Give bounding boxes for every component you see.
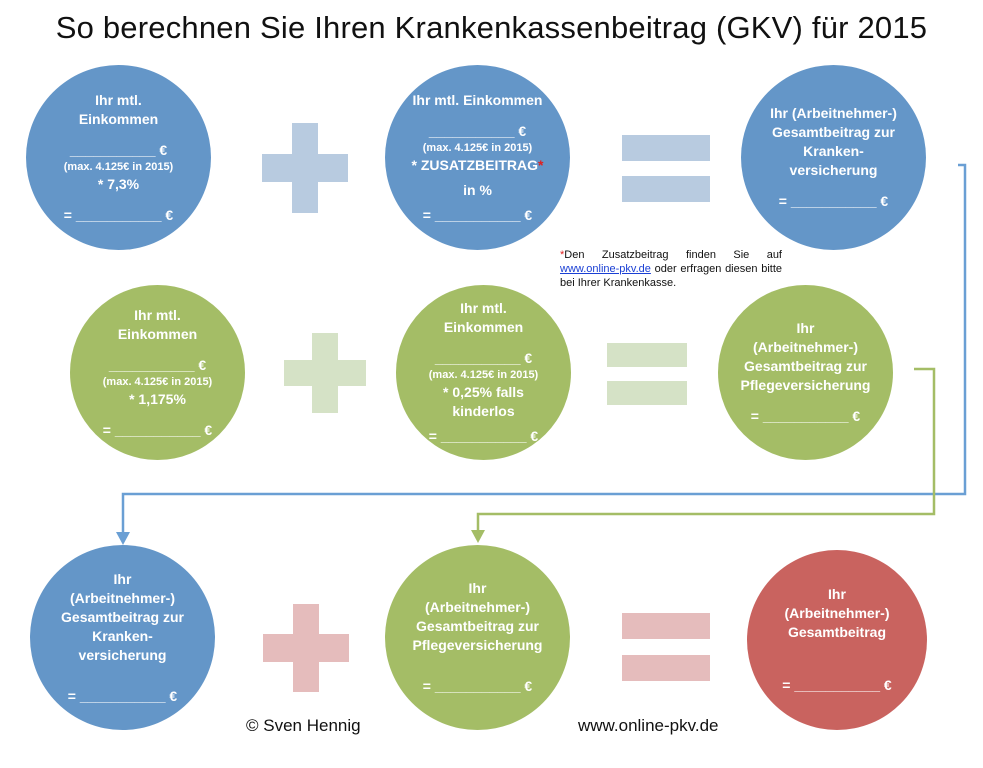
circle-income-zusatzbeitrag: Ihr mtl. Einkommen ___________ € (max. 4… [385, 65, 570, 250]
plus-icon [284, 333, 366, 413]
arrow-head-green [471, 530, 485, 543]
unit-label: in % [463, 181, 492, 198]
income-blank: ___________ € [428, 122, 527, 139]
circle-grand-total: Ihr (Arbeitnehmer-) Gesamtbeitrag = ____… [747, 550, 927, 730]
result-blank: = ___________ € [102, 421, 213, 438]
label-line: Pflegeversicherung [412, 637, 543, 653]
circle-income-kinderlos: Ihr mtl. Einkommen ___________ € (max. 4… [396, 285, 571, 460]
factor-label: * ZUSATZBEITRAG [411, 156, 539, 173]
circle-income-kv-rate: Ihr mtl. Einkommen ___________ € (max. 4… [26, 65, 211, 250]
label-line: Ihr mtl. Einkommen [412, 91, 543, 108]
label-line: Gesamtbeitrag zur [61, 608, 184, 625]
label-line: Gesamtbeitrag [787, 624, 887, 640]
label-line: Ihr mtl. [460, 300, 507, 316]
circle-total-pv: Ihr (Arbeitnehmer-) Gesamtbeitrag zur Pf… [718, 285, 893, 460]
income-blank: ___________ € [434, 350, 533, 366]
max-note: (max. 4.125€ in 2015) [422, 141, 533, 154]
label-line: Ihr (Arbeitnehmer-) [770, 105, 897, 121]
result-blank: = ___________ € [67, 687, 178, 704]
max-note: (max. 4.125€ in 2015) [102, 375, 213, 388]
max-note: (max. 4.125€ in 2015) [63, 160, 174, 173]
connector-blue [121, 163, 967, 535]
max-note: (max. 4.125€ in 2015) [428, 369, 539, 381]
website-text[interactable]: www.online-pkv.de [578, 716, 719, 735]
label-line: Gesamtbeitrag zur [744, 358, 867, 374]
factor-label: * 1,175% [129, 390, 186, 407]
label-line: Ihr [828, 586, 846, 602]
footnote-asterisk: * [560, 249, 565, 261]
result-blank: = ___________ € [422, 678, 533, 694]
circle-total-kv: Ihr (Arbeitnehmer-) Gesamtbeitrag zur Kr… [741, 65, 926, 250]
label-line: Gesamtbeitrag zur [772, 124, 895, 140]
connector-green [476, 367, 936, 532]
label-line: (Arbeitnehmer-) [424, 599, 530, 615]
label-line: Kranken- [803, 143, 864, 159]
result-blank: = ___________ € [778, 193, 889, 209]
label-line: Ihr [468, 580, 487, 596]
footnote-text: Den Zusatzbeitrag finden Sie auf [564, 249, 782, 261]
label-line: Pflegeversicherung [740, 377, 871, 393]
plus-icon [263, 604, 349, 692]
label-line: Einkommen [78, 110, 159, 127]
label-line: Einkommen [117, 325, 198, 342]
result-blank: = ___________ € [782, 677, 892, 693]
result-blank: = ___________ € [750, 408, 861, 424]
plus-icon [262, 123, 348, 213]
circle-sum-pv: Ihr (Arbeitnehmer-) Gesamtbeitrag zur Pf… [385, 545, 570, 730]
income-blank: ___________ € [108, 356, 207, 373]
factor-label: kinderlos [452, 403, 515, 419]
page-title: So berechnen Sie Ihren Krankenkassenbeit… [55, 10, 928, 45]
label-line: Kranken- [92, 627, 153, 644]
label-line: Ihr mtl. [134, 306, 181, 323]
label-line: versicherung [789, 162, 878, 178]
label-line: Ihr [796, 320, 815, 336]
zusatzbeitrag-footnote: *Den Zusatzbeitrag finden Sie auf www.on… [560, 248, 782, 290]
result-blank: = ___________ € [63, 206, 174, 223]
label-line: (Arbeitnehmer-) [752, 339, 858, 355]
income-blank: ___________ € [69, 141, 168, 158]
label-line: Ihr [113, 570, 132, 587]
footnote-asterisk: * [538, 156, 544, 173]
label-line: (Arbeitnehmer-) [69, 589, 175, 606]
copyright-text: © Sven Hennig [246, 716, 361, 735]
label-line: Gesamtbeitrag zur [416, 618, 539, 634]
label-line: Einkommen [443, 319, 524, 335]
arrow-head-blue [116, 532, 130, 545]
circle-income-pv-rate: Ihr mtl. Einkommen ___________ € (max. 4… [70, 285, 245, 460]
label-line: Ihr mtl. [95, 91, 142, 108]
footnote-link[interactable]: www.online-pkv.de [560, 263, 651, 275]
label-line: (Arbeitnehmer-) [784, 605, 890, 621]
factor-label: * 0,25% falls [443, 384, 524, 400]
circle-sum-kv: Ihr (Arbeitnehmer-) Gesamtbeitrag zur Kr… [30, 545, 215, 730]
result-blank: = ___________ € [422, 206, 533, 223]
result-blank: = ___________ € [428, 428, 539, 444]
factor-label: * 7,3% [97, 175, 140, 192]
label-line: versicherung [78, 646, 167, 663]
footnote-text: oder erfragen diesen bitte bei Ihrer Kra… [560, 263, 782, 289]
